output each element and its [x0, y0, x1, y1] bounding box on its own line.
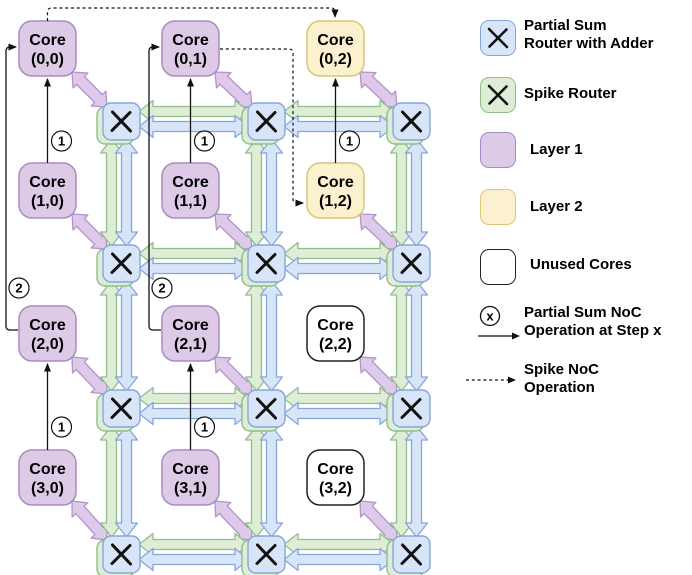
router-x-icon — [400, 398, 422, 419]
core-0-2 — [306, 20, 365, 77]
unused-swatch — [480, 249, 516, 285]
step-op-label: 1 — [346, 134, 353, 149]
legend-label-1: Spike Router — [524, 85, 617, 102]
legend-label-5: Partial Sum NoC Operation at Step x — [524, 304, 662, 339]
core-3-2 — [306, 449, 365, 506]
router-x-icon — [400, 253, 422, 274]
core-label-0-2: Core(0,2) — [317, 32, 354, 68]
step-op-label: 1 — [58, 420, 65, 435]
step-op-arrow-5 — [5, 43, 18, 331]
core-label-0-1: Core(0,1) — [172, 32, 209, 68]
core-label-3-0: Core(3,0) — [29, 461, 66, 497]
router-x-icon — [110, 253, 132, 274]
router-x-icon — [110, 398, 132, 419]
spike-router-swatch — [480, 77, 516, 113]
step-op-label-circle — [193, 130, 216, 152]
core-2-1 — [161, 305, 220, 362]
step-op-label: 1 — [58, 134, 65, 149]
layer2-swatch — [480, 189, 516, 225]
spike-op-path-1 — [220, 48, 304, 207]
layer1-swatch — [480, 132, 516, 168]
core-label-1-0: Core(1,0) — [29, 174, 66, 210]
step-op-icon: x — [476, 303, 524, 352]
psum-router-swatch — [480, 20, 516, 56]
step-op-label: 2 — [15, 281, 22, 296]
step-op-label: 2 — [158, 281, 165, 296]
step-op-label-circle — [8, 277, 30, 299]
legend-label-6: Spike NoC Operation — [524, 361, 600, 396]
router-x-icon — [255, 398, 277, 419]
router-x-icon — [110, 111, 132, 132]
step-op-label: 1 — [201, 420, 208, 435]
step-op-label-circle — [50, 130, 73, 152]
router-x-icon — [255, 544, 277, 565]
core-label-1-2: Core(1,2) — [317, 174, 354, 210]
core-label-3-2: Core(3,2) — [317, 461, 354, 497]
core-0-1 — [161, 20, 220, 77]
router-x-icon — [255, 111, 277, 132]
legend-label-4: Unused Cores — [530, 256, 632, 273]
router-x-icon — [400, 544, 422, 565]
router-x-icon — [255, 253, 277, 274]
step-op-label-circle — [151, 277, 173, 299]
step-op-label-circle — [338, 130, 361, 152]
core-2-0 — [18, 305, 77, 362]
core-label-2-0: Core(2,0) — [29, 317, 66, 353]
legend-label-0: Partial Sum Router with Adder — [524, 17, 654, 52]
core-2-2 — [306, 305, 365, 362]
legend-label-2: Layer 1 — [530, 141, 583, 158]
core-label-1-1: Core(1,1) — [172, 174, 209, 210]
step-op-label-circle — [193, 416, 216, 438]
router-x-icon — [110, 544, 132, 565]
core-label-3-1: Core(3,1) — [172, 461, 209, 497]
router-x-icon — [400, 111, 422, 132]
spike-op-icon — [464, 373, 518, 392]
core-label-2-1: Core(2,1) — [172, 317, 209, 353]
noc-grid-diagram: Core(0,0) Core(0,1) Core(0,2) Core(1,0) Core… — [5, 7, 431, 575]
legend-label-3: Layer 2 — [530, 198, 583, 215]
svg-text:x: x — [486, 309, 494, 324]
core-label-0-0: Core(0,0) — [29, 32, 66, 68]
step-op-label-circle — [50, 416, 73, 438]
step-op-label: 1 — [201, 134, 208, 149]
step-op-arrow-6 — [148, 43, 161, 331]
core-label-2-2: Core(2,2) — [317, 317, 354, 353]
